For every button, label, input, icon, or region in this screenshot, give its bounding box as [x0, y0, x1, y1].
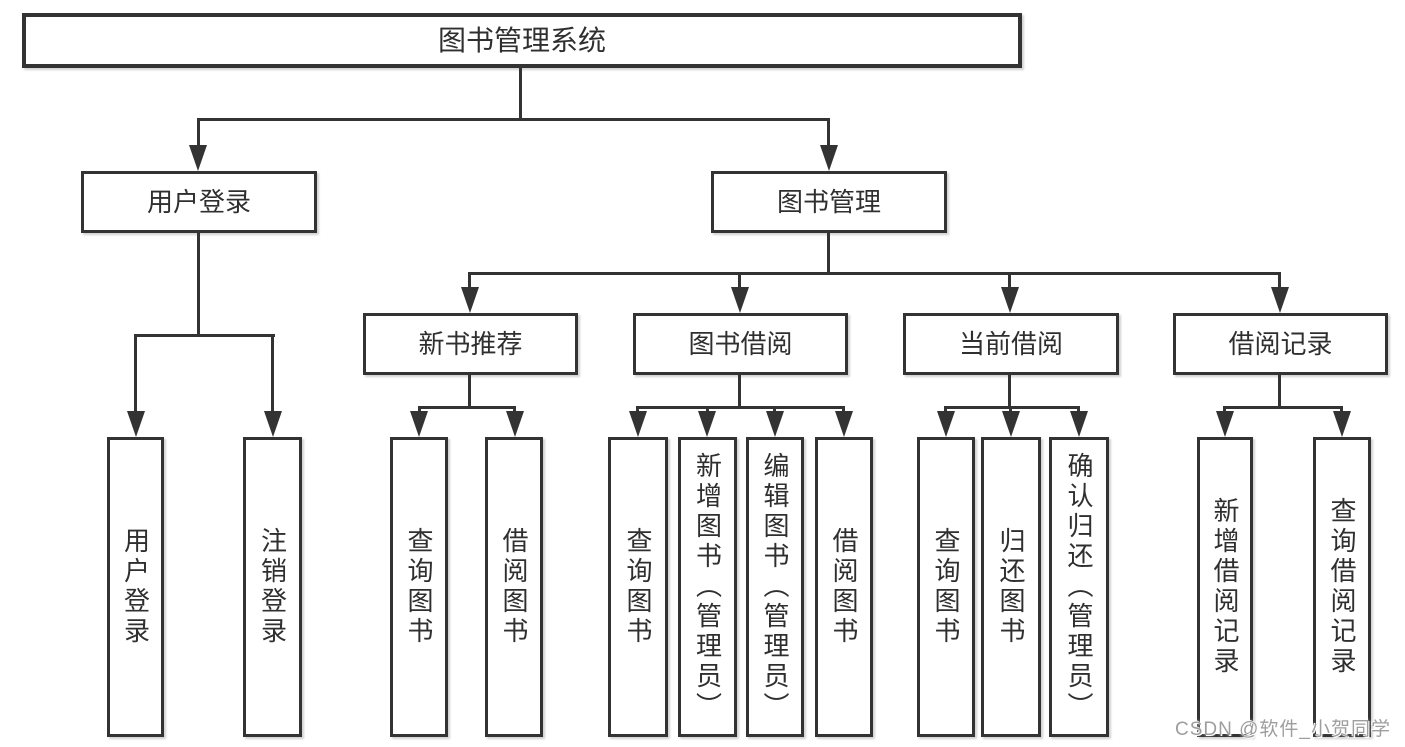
leaf-confirm-return-admin: 确认归还（管理员）: [1049, 437, 1109, 737]
edge-to-book-borrow-stem: [738, 272, 741, 292]
node-user-login: 用户登录: [81, 171, 317, 233]
node-borrowing-records: 借阅记录: [1173, 313, 1388, 375]
arrowhead-to-user-login: [189, 145, 207, 171]
arrowhead-to-current-borrow: [1001, 287, 1019, 313]
leaf-borrow-books-borrowing: 借阅图书: [815, 437, 873, 737]
arrowhead-to-book-management: [820, 145, 838, 171]
edge-to-current-borrow-stem: [1008, 272, 1011, 292]
node-label: 当前借阅: [958, 329, 1063, 359]
edge-stem: [944, 406, 947, 415]
arrowhead: [1070, 411, 1088, 437]
edge-to-new-book-stem: [468, 272, 471, 292]
arrowhead: [766, 411, 784, 437]
arrowhead: [629, 411, 647, 437]
watermark-text: CSDN @软件_小贺同学: [1175, 719, 1391, 740]
edge-stem: [842, 406, 845, 415]
node-label: 图书管理: [776, 187, 881, 217]
edge-to-book-management-stem: [827, 118, 830, 152]
leaf-label: 注销登录: [257, 527, 288, 647]
leaf-borrow-books-recommend: 借阅图书: [485, 437, 543, 737]
edge-to-user-login-stem: [197, 118, 200, 152]
edge-new-book-trunk: [468, 375, 471, 409]
edge-root-trunk: [519, 68, 522, 121]
arrowhead: [698, 411, 716, 437]
leaf-label: 新增借阅记录: [1210, 497, 1240, 677]
edge-borrow-records-trunk: [1278, 375, 1281, 409]
leaf-label: 查询图书: [931, 527, 961, 647]
leaf-logout: 注销登录: [243, 437, 302, 737]
edge-stem: [1077, 406, 1080, 415]
node-label: 新书推荐: [418, 329, 523, 359]
edge-book-borrow-trunk: [738, 375, 741, 409]
leaf-label: 归还图书: [996, 527, 1026, 647]
node-book-management: 图书管理: [711, 171, 947, 233]
edge-level3-bar: [468, 272, 1281, 275]
leaf-query-books-borrowing: 查询图书: [608, 437, 668, 737]
edge-stem: [773, 406, 776, 415]
edge-stem: [1340, 406, 1343, 415]
leaf-label: 编辑图书（管理员）: [760, 452, 790, 722]
arrowhead-to-leaf-user-login: [127, 411, 145, 437]
leaf-add-books-admin: 新增图书（管理员）: [678, 437, 737, 737]
node-label: 图书借阅: [688, 329, 793, 359]
edge-book-management-trunk: [827, 233, 830, 275]
leaf-label: 查询借阅记录: [1327, 497, 1357, 677]
edge-to-leaf-user-login-stem: [134, 334, 137, 414]
arrowhead: [1002, 411, 1020, 437]
arrowhead: [1333, 411, 1351, 437]
node-book-borrowing: 图书借阅: [633, 313, 848, 375]
edge-user-login-bar: [134, 334, 275, 337]
edge-current-borrow-bar: [944, 406, 1080, 409]
leaf-label: 借阅图书: [829, 527, 859, 647]
leaf-label: 查询图书: [623, 527, 653, 647]
node-label: 用户登录: [146, 187, 251, 217]
leaf-return-books: 归还图书: [981, 437, 1041, 737]
edge-current-borrow-trunk: [1008, 375, 1011, 409]
edge-book-borrow-bar: [636, 406, 845, 409]
edge-stem: [1009, 406, 1012, 415]
node-current-borrowing: 当前借阅: [903, 313, 1119, 375]
edge-borrow-records-bar: [1223, 406, 1343, 409]
edge-new-book-bar: [418, 406, 516, 409]
leaf-label: 借阅图书: [499, 527, 529, 647]
leaf-query-books-recommend: 查询图书: [390, 437, 448, 737]
leaf-label: 确认归还（管理员）: [1064, 452, 1094, 722]
leaf-edit-books-admin: 编辑图书（管理员）: [746, 437, 804, 737]
node-library-management-system: 图书管理系统: [22, 13, 1022, 68]
edge-stem: [513, 406, 516, 415]
arrowhead: [1216, 411, 1234, 437]
edge-stem: [706, 406, 709, 415]
arrowhead: [410, 411, 428, 437]
node-label: 借阅记录: [1228, 329, 1333, 359]
arrowhead: [506, 411, 524, 437]
leaf-query-borrow-record: 查询借阅记录: [1313, 437, 1371, 737]
edge-stem: [636, 406, 639, 415]
edge-stem: [418, 406, 421, 415]
leaf-label: 查询图书: [404, 527, 434, 647]
arrowhead-to-leaf-logout: [264, 411, 282, 437]
arrowhead-to-borrow-records: [1271, 287, 1289, 313]
edge-to-borrow-records-stem: [1278, 272, 1281, 292]
leaf-query-books-current: 查询图书: [917, 437, 975, 737]
node-label: 图书管理系统: [437, 24, 606, 56]
arrowhead-to-book-borrow: [731, 287, 749, 313]
edge-level2-bar: [197, 118, 830, 121]
leaf-label: 新增图书（管理员）: [692, 452, 723, 722]
node-new-book-recommendation: 新书推荐: [363, 313, 578, 375]
arrowhead: [835, 411, 853, 437]
leaf-label: 用户登录: [120, 527, 151, 647]
edge-stem: [1223, 406, 1226, 415]
arrowhead-to-new-book: [461, 287, 479, 313]
arrowhead: [937, 411, 955, 437]
leaf-user-login: 用户登录: [107, 437, 164, 737]
leaf-add-borrow-record: 新增借阅记录: [1197, 437, 1253, 737]
edge-to-leaf-logout-stem: [271, 334, 274, 414]
edge-user-login-trunk: [197, 233, 200, 337]
